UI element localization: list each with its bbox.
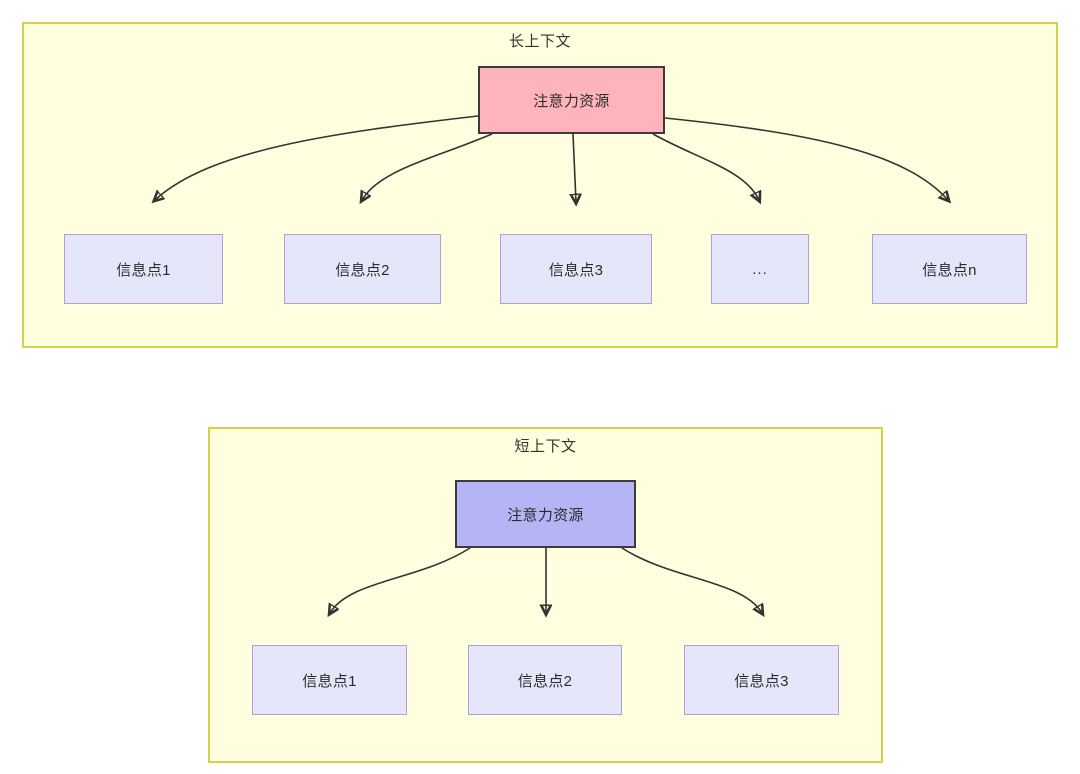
node-short-info-point-1[interactable]: 信息点1: [252, 645, 407, 715]
group-long-context-title: 长上下文: [508, 33, 571, 50]
node-short-attention-resource[interactable]: 注意力资源: [455, 480, 636, 548]
node-long-attention-resource[interactable]: 注意力资源: [478, 66, 665, 134]
node-short-info-point-3-label: 信息点3: [734, 672, 789, 690]
node-short-attention-resource-label: 注意力资源: [507, 506, 584, 524]
node-long-info-point-n[interactable]: 信息点n: [872, 234, 1027, 304]
node-short-info-point-2-label: 信息点2: [517, 672, 573, 690]
node-short-info-point-2[interactable]: 信息点2: [468, 645, 622, 715]
node-long-info-point-3-label: 信息点3: [548, 261, 604, 279]
node-long-info-point-2-label: 信息点2: [335, 261, 390, 279]
node-long-info-point-1-label: 信息点1: [116, 261, 171, 279]
node-short-info-point-3[interactable]: 信息点3: [684, 645, 839, 715]
node-long-info-point-n-label: 信息点n: [922, 261, 977, 279]
node-long-info-point-2[interactable]: 信息点2: [284, 234, 441, 304]
node-long-attention-resource-label: 注意力资源: [533, 92, 610, 110]
group-short-context-title: 短上下文: [514, 438, 577, 455]
node-long-info-point-ellipsis[interactable]: ...: [711, 234, 809, 304]
node-short-info-point-1-label: 信息点1: [302, 672, 357, 690]
node-long-info-point-ellipsis-label: ...: [752, 260, 768, 278]
node-long-info-point-1[interactable]: 信息点1: [64, 234, 223, 304]
node-long-info-point-3[interactable]: 信息点3: [500, 234, 652, 304]
